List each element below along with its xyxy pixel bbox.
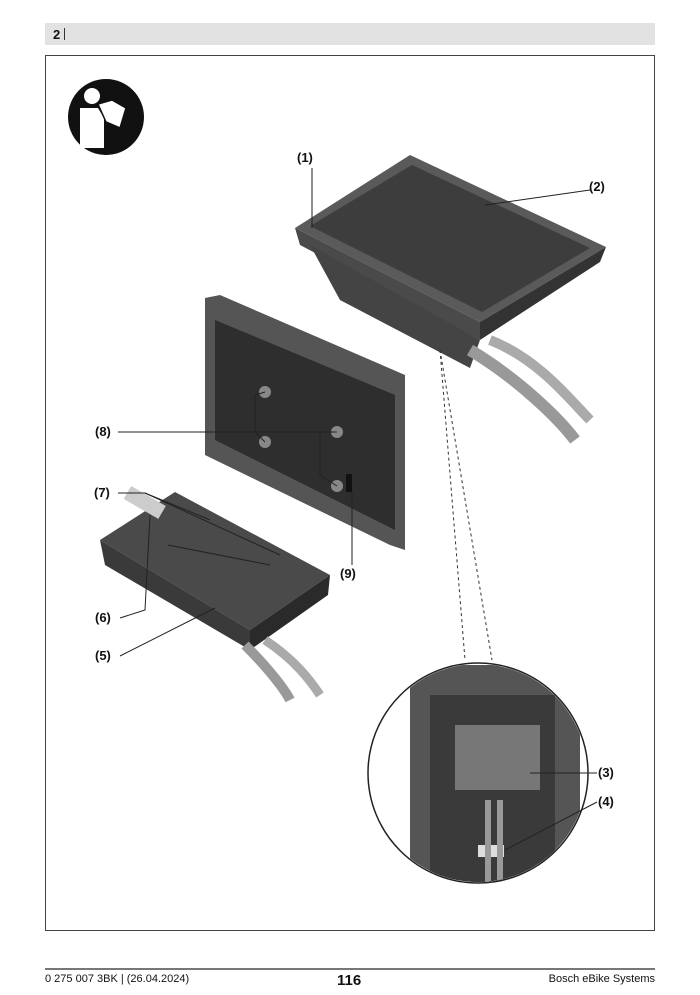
callout-label-8: (8) (95, 424, 111, 439)
mount-holder (205, 295, 405, 550)
callout-label-3: (3) (598, 765, 614, 780)
header-divider (64, 28, 65, 40)
leader-lines (118, 168, 598, 851)
publisher: Bosch eBike Systems (548, 973, 655, 985)
small-mount (100, 485, 330, 703)
section-number: 2 (53, 27, 61, 42)
callout-label-7: (7) (94, 485, 110, 500)
page-number: 116 (337, 972, 362, 989)
display-device (295, 155, 606, 444)
callout-label-2: (2) (589, 179, 605, 194)
callout-label-4: (4) (598, 794, 614, 809)
callout-label-6: (6) (95, 610, 111, 625)
callout-label-9: (9) (340, 566, 356, 581)
footer-rule (45, 968, 655, 970)
figure-frame (45, 55, 655, 931)
callout-label-1: (1) (297, 150, 313, 165)
page-header: 2 (45, 23, 655, 45)
doc-number: 0 275 007 3BK | (26.04.2024) (45, 973, 190, 985)
callout-label-5: (5) (95, 648, 111, 663)
read-manual-icon (68, 79, 144, 155)
